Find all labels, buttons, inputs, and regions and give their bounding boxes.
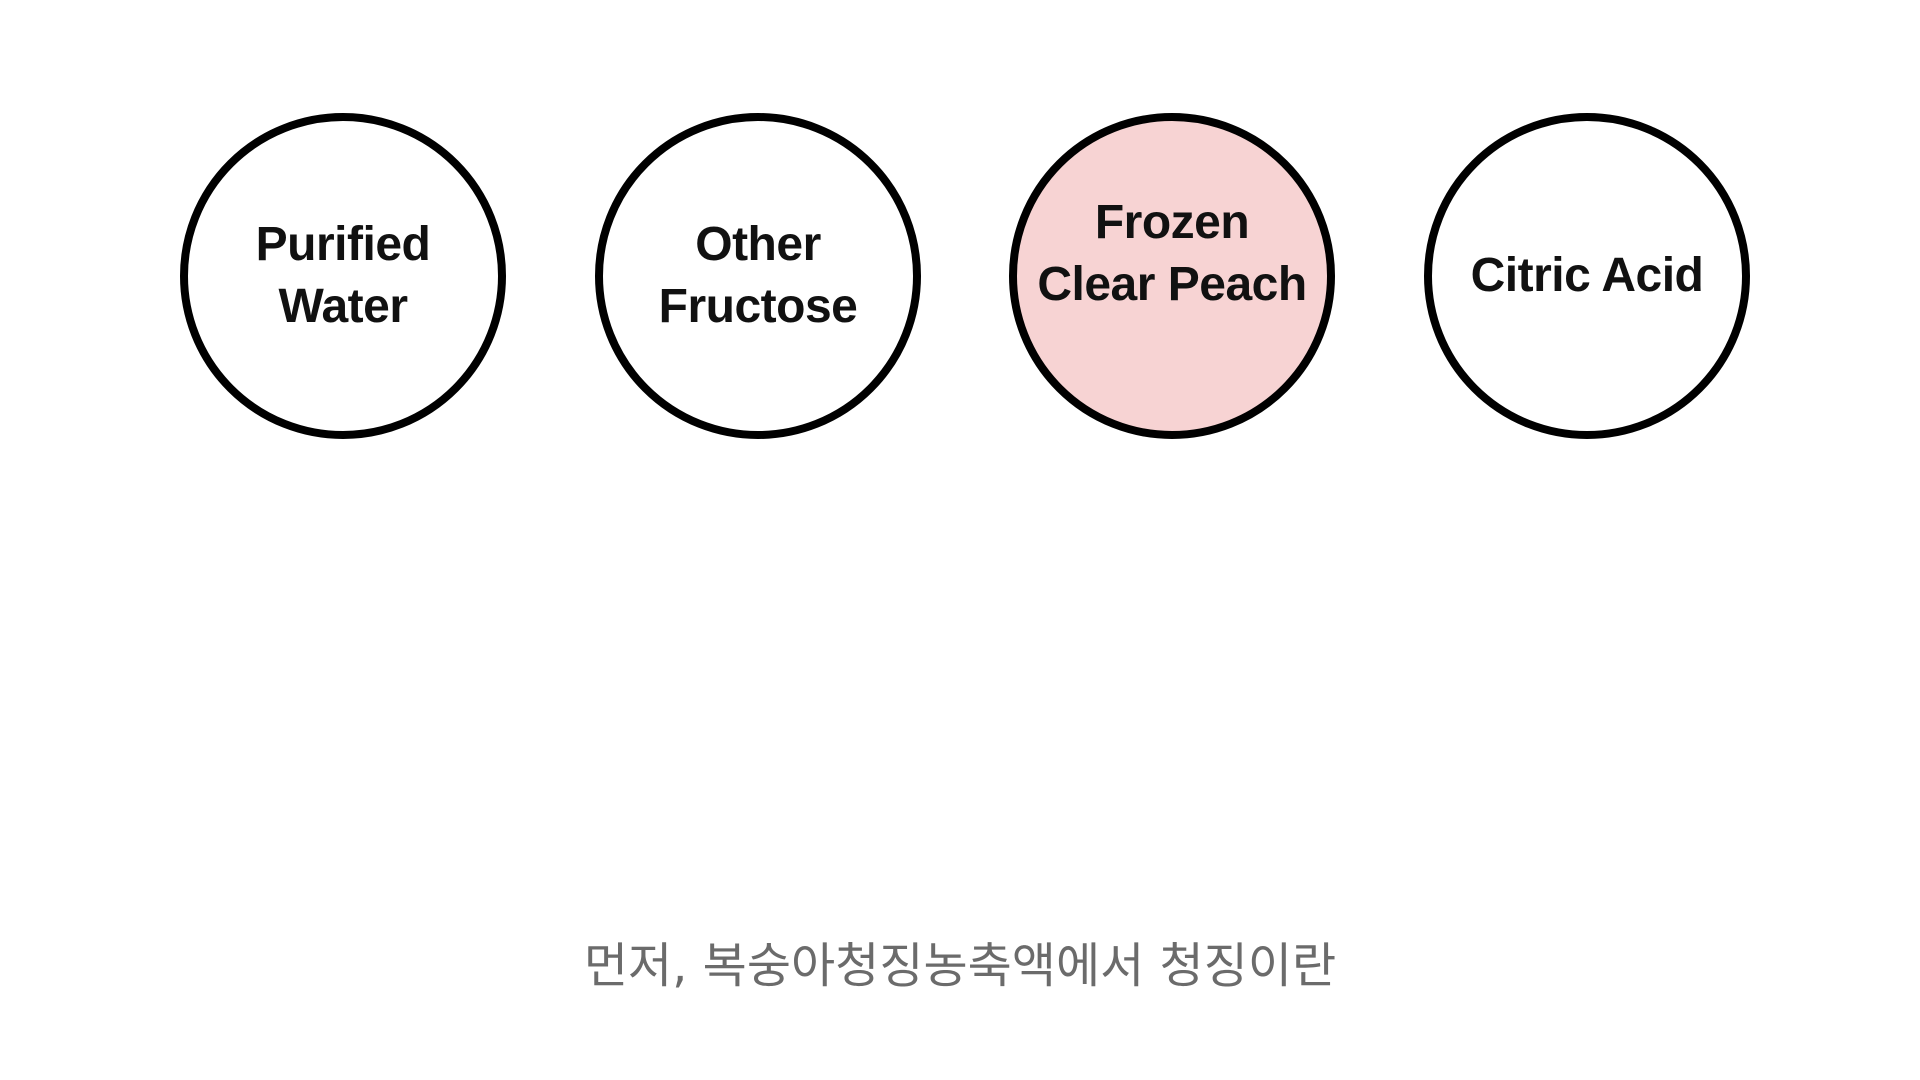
ingredient-label: Citric Acid [1470,249,1704,302]
ingredient-label: Other Fructose [658,218,858,333]
subtitle-caption: 먼저, 복숭아청징농축액에서 청징이란 [583,938,1337,994]
ingredient-circle-frozen-clear-peach: Frozen Clear Peach [1009,113,1335,439]
ingredient-label: Frozen Clear Peach [1037,196,1307,311]
ingredient-circle-purified-water: Purified Water [180,113,506,439]
ingredient-circle-citric-acid: Citric Acid [1424,113,1750,439]
ingredient-circle-other-fructose: Other Fructose [595,113,921,439]
ingredient-label: Purified Water [255,218,431,333]
